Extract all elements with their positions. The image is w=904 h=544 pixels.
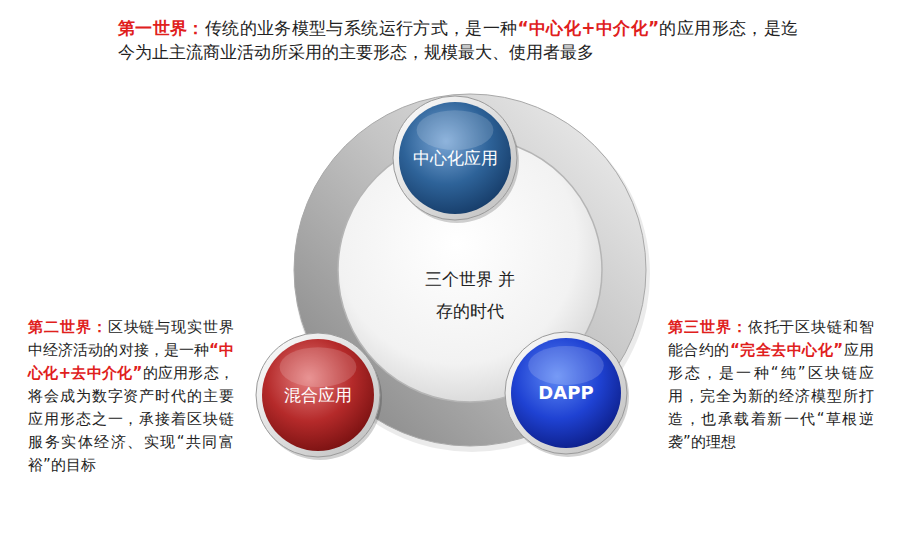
world-callout: 第一世界：传统的业务模型与系统运行方式，是一种“中心化+中介化”的应用形态，是迄… xyxy=(118,16,798,64)
world-description: 区块链与现实世界中经济活动的对接，是一种“中心化+去中介化”的应用形态，将会成为… xyxy=(28,318,234,474)
sphere-highlight xyxy=(528,346,604,385)
description-run: 的目标 xyxy=(51,456,96,474)
sphere-highlight xyxy=(280,347,357,387)
sphere-label: 中心化应用 xyxy=(413,148,498,168)
world-heading: 第三世界： xyxy=(668,318,748,336)
world-heading: 第二世界： xyxy=(28,318,108,336)
world-heading: 第一世界： xyxy=(118,18,205,38)
world-sphere: 混合应用 xyxy=(256,333,380,457)
sphere-rim xyxy=(256,333,380,457)
world-description: 依托于区块链和智能合约的“完全去中心化”应用形态，是一种“纯”区块链应用，完全为… xyxy=(668,318,874,451)
world-description: 传统的业务模型与系统运行方式，是一种“中心化+中介化”的应用形态，是迄今为止主流… xyxy=(118,18,798,62)
node-text-holder: 三个世界 并存的时代 xyxy=(338,138,602,402)
node-text-holder: 中心化应用 xyxy=(393,96,517,220)
world-callout: 第三世界：依托于区块链和智能合约的“完全去中心化”应用形态，是一种“纯”区块链应… xyxy=(668,316,874,454)
world-sphere: DAPP xyxy=(505,332,627,454)
node-text-holder: 混合应用 xyxy=(256,333,380,457)
sphere-rim xyxy=(505,332,627,454)
description-run: 的理想 xyxy=(691,433,736,451)
world-callout: 第二世界：区块链与现实世界中经济活动的对接，是一种“中心化+去中介化”的应用形态… xyxy=(28,316,234,477)
highlight-phrase: “中心化+中介化” xyxy=(518,18,660,38)
sphere-body xyxy=(399,102,511,214)
world-sphere: 中心化应用 xyxy=(393,96,517,220)
node-text-holder: DAPP xyxy=(505,332,627,454)
sphere-highlight xyxy=(417,110,494,150)
description-run: “纯” xyxy=(771,364,806,382)
description-run: 传统的业务模型与系统运行方式，是一种 xyxy=(205,18,518,38)
sphere-rim xyxy=(393,96,517,220)
sphere-label: DAPP xyxy=(538,382,593,404)
sphere-body xyxy=(262,339,374,451)
center-title: 三个世界 并存的时代 xyxy=(417,263,522,328)
sphere-body xyxy=(511,338,621,448)
sphere-label: 混合应用 xyxy=(284,385,352,405)
center-disc: 三个世界 并存的时代 xyxy=(338,138,602,402)
highlight-phrase: “完全去中心化” xyxy=(730,341,843,359)
